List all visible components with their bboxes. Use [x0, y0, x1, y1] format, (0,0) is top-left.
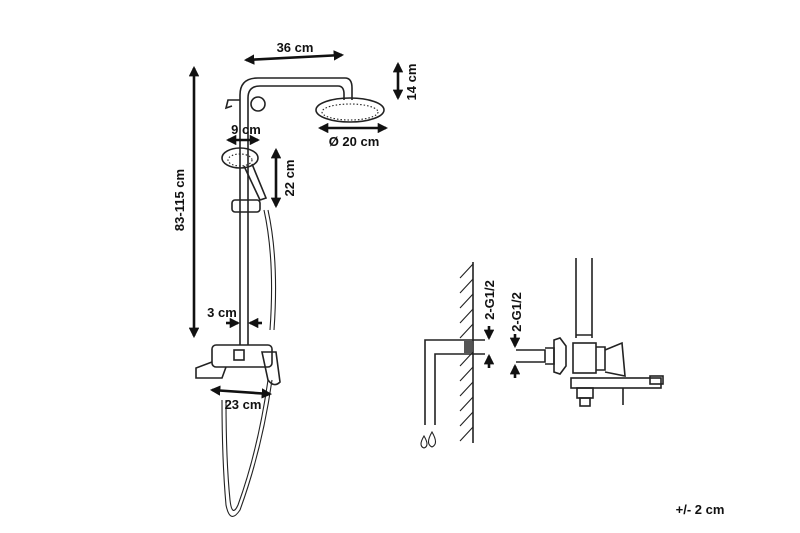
hand-shower-handle: [243, 163, 268, 201]
wall-bracket: [250, 96, 266, 112]
supply-pipe: [424, 339, 485, 425]
mixer-inlet: [516, 347, 555, 365]
diverter-knob: [224, 99, 240, 110]
mixer-thread-label: 2-G1/2: [509, 292, 524, 332]
spout-length-label: 23 cm: [225, 397, 262, 412]
wall-hatching: [459, 263, 474, 442]
wall-thread: [464, 341, 472, 353]
arm-length-label: 36 cm: [277, 40, 314, 55]
installation-detail: 2-G1/2 2-G1/2: [420, 258, 664, 449]
hand-shower-diameter-label: 9 cm: [231, 122, 261, 137]
mixer-body: [211, 344, 273, 368]
hand-shower-length-label: 22 cm: [282, 160, 297, 197]
head-height-label: 14 cm: [404, 64, 419, 101]
pipe-gap-label: 3 cm: [207, 305, 237, 320]
water-drops-icon: [420, 430, 437, 449]
tolerance-note: +/- 2 cm: [676, 502, 725, 517]
overhead-shower-head: [315, 97, 385, 123]
mixer-spout: [570, 377, 662, 389]
wall-thread-label: 2-G1/2: [482, 280, 497, 320]
shower-hose: [221, 209, 277, 517]
slider-bracket: [231, 199, 261, 213]
head-diameter-label: Ø 20 cm: [329, 134, 380, 149]
riser-pipe: [239, 77, 353, 345]
mixer-cartridge: [572, 342, 597, 374]
mixer-riser: [575, 258, 593, 338]
mixer-flange: [553, 337, 567, 375]
shower-column-drawing: 36 cm 14 cm Ø 20 cm 83-115 cm 9 cm 22 cm…: [172, 40, 419, 517]
mixer-lever: [261, 351, 281, 386]
hand-shower-head: [221, 147, 259, 169]
total-height-label: 83-115 cm: [172, 169, 187, 231]
bath-spout: [195, 361, 227, 379]
